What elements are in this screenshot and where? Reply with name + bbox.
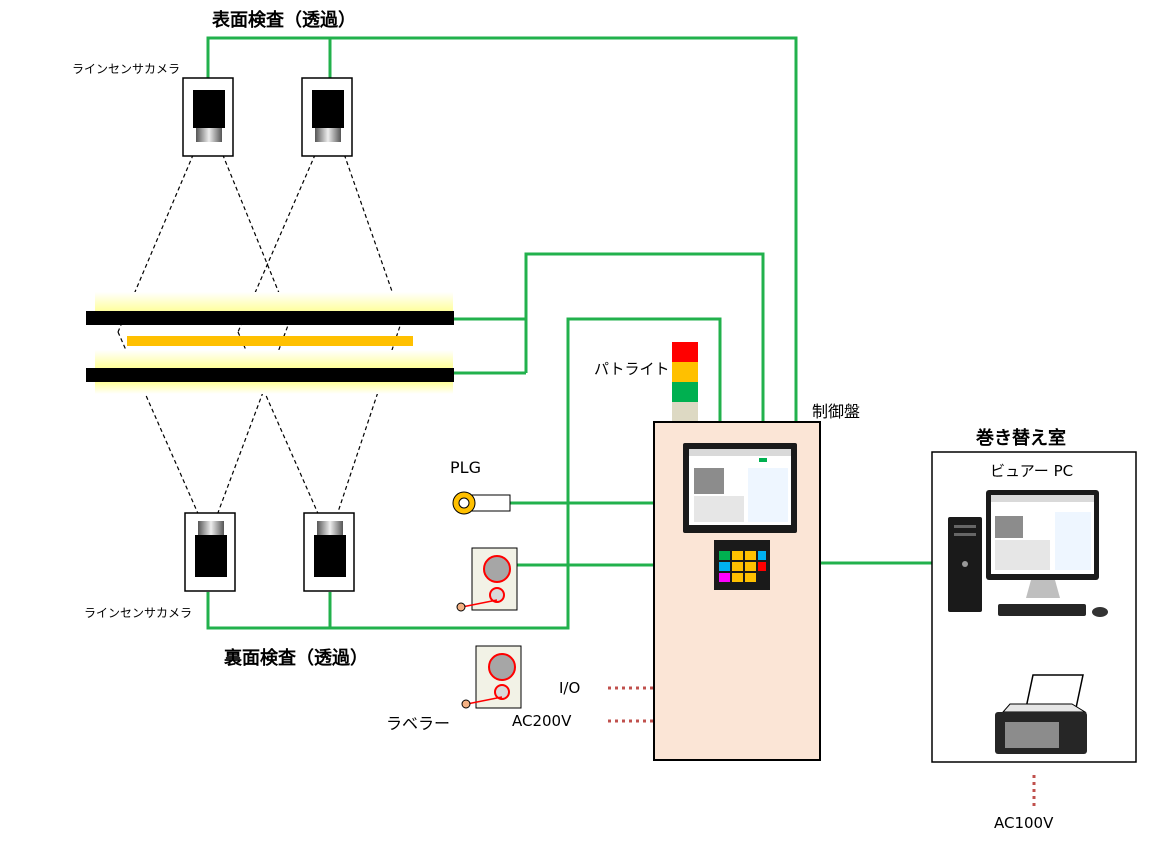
light-bar [127,336,413,346]
bottom-inspection-label: 裏面検査（透過） [224,648,368,669]
wire-bottom-cameras [206,317,722,630]
bottom-camera-2 [303,512,355,592]
tower-light-icon [672,342,698,422]
ac200-label: AC200V [512,712,572,730]
bottom-camera-label: ラインセンサカメラ [84,606,193,620]
wire-top-cameras [206,36,798,422]
top-camera-label: ラインセンサカメラ [72,62,181,76]
camera-view-lines [117,147,403,519]
control-panel-label: 制御盤 [812,402,861,421]
bottom-camera-1 [184,512,236,592]
desktop-pc-icon [948,490,1108,617]
top-light-glow [95,292,453,312]
bottom-light-glow [95,382,453,394]
power-wiring [608,686,1036,808]
labeler-icon [461,645,522,709]
control-panel [653,421,821,761]
ac100-label: AC100V [994,814,1054,832]
top-camera-1 [182,77,234,157]
mid-light-glow [95,350,453,368]
top-camera-2 [301,77,353,157]
lower-web-bar [86,368,454,382]
printer-icon [995,674,1087,754]
light-and-web-assembly [86,292,454,394]
rewind-room [931,451,1137,763]
io-label: I/O [559,679,581,697]
wire-lights [453,252,765,422]
rewind-room-label: 巻き替え室 [976,428,1066,449]
touch-monitor-icon [683,443,797,533]
plg-encoder-icon [452,491,511,515]
roll-unit-icon [456,547,518,612]
labeler-label: ラベラー [386,714,451,733]
plg-label: PLG [450,458,481,477]
top-inspection-label: 表面検査（透過） [212,10,356,31]
upper-web-bar [86,311,454,325]
viewer-pc-label: ビュアー PC [990,462,1074,480]
keypad-icon [714,540,770,590]
patlite-label: パトライト [594,360,670,378]
